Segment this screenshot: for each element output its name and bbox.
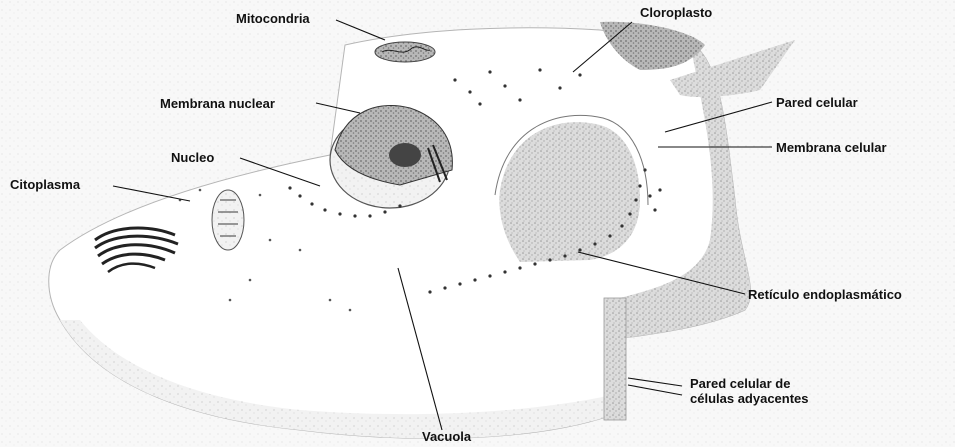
adjacent-wall-panel	[604, 298, 626, 420]
label-cloroplasto: Cloroplasto	[640, 5, 712, 20]
nucleolus	[389, 143, 421, 167]
label-membrana-nuclear: Membrana nuclear	[160, 96, 275, 111]
label-reticulo-endoplasmatico: Retículo endoplasmático	[748, 287, 902, 302]
label-pared-adyacentes-line1: Pared celular de	[690, 376, 790, 391]
label-nucleo: Nucleo	[171, 150, 214, 165]
label-pared-celular: Pared celular	[776, 95, 858, 110]
label-pared-adyacentes-line2: células adyacentes	[690, 391, 809, 406]
label-membrana-celular: Membrana celular	[776, 140, 887, 155]
label-citoplasma: Citoplasma	[10, 177, 80, 192]
label-mitocondria: Mitocondria	[236, 11, 310, 26]
chloroplast-left	[212, 190, 244, 250]
label-vacuola: Vacuola	[422, 429, 471, 444]
